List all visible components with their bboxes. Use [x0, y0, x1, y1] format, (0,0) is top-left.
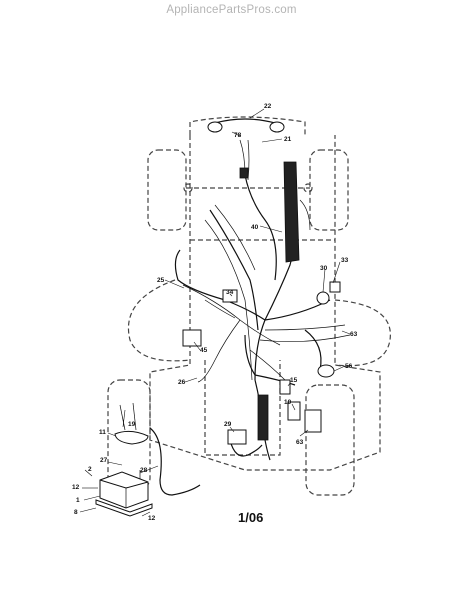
tractor-outline [107, 116, 391, 496]
callout-labels: 22 78 21 40 33 30 25 34 45 56 26 19 11 2… [72, 103, 358, 522]
callout-29: 29 [224, 421, 232, 428]
callout-40: 40 [251, 224, 259, 231]
callout-12-bottom: 12 [148, 515, 156, 522]
brake-switch [287, 401, 301, 421]
battery [95, 471, 153, 517]
callout-2: 2 [88, 466, 92, 473]
callout-30: 30 [320, 265, 328, 272]
ignition-switch [222, 289, 238, 303]
callout-8: 8 [74, 509, 78, 516]
callout-33: 33 [341, 257, 349, 264]
leader-lines [79, 108, 351, 517]
callout-28: 28 [140, 467, 148, 474]
battery-cables [114, 402, 149, 445]
callout-22: 22 [264, 103, 272, 110]
pto-switch [279, 379, 291, 395]
switch-bracket [304, 409, 322, 433]
callout-15: 15 [290, 377, 298, 384]
watermark: AppliancePartsPros.com [166, 4, 297, 16]
callout-63-lower: 63 [296, 439, 304, 446]
callout-1: 1 [76, 497, 80, 504]
callout-12-top: 12 [72, 484, 80, 491]
components [95, 118, 341, 517]
callout-56: 56 [345, 363, 353, 370]
seat-switch [317, 364, 335, 378]
headlight-assembly [207, 118, 285, 133]
callout-26: 26 [178, 379, 186, 386]
wire-harness [139, 139, 351, 500]
callout-21: 21 [284, 136, 292, 143]
callout-34: 34 [226, 289, 234, 296]
solenoid [227, 429, 247, 445]
interlock-module [182, 329, 202, 347]
callout-25: 25 [157, 277, 165, 284]
callout-45: 45 [200, 347, 208, 354]
callout-78: 78 [234, 132, 242, 139]
headlight-connector [239, 167, 249, 179]
callout-27: 27 [100, 457, 108, 464]
switch-30 [316, 291, 330, 305]
page-code: 1/06 [238, 510, 264, 525]
callout-19: 19 [128, 421, 136, 428]
callout-63-right: 63 [350, 331, 358, 338]
relay-33 [329, 281, 341, 293]
callout-11: 11 [99, 429, 106, 436]
callout-10: 10 [284, 399, 292, 406]
